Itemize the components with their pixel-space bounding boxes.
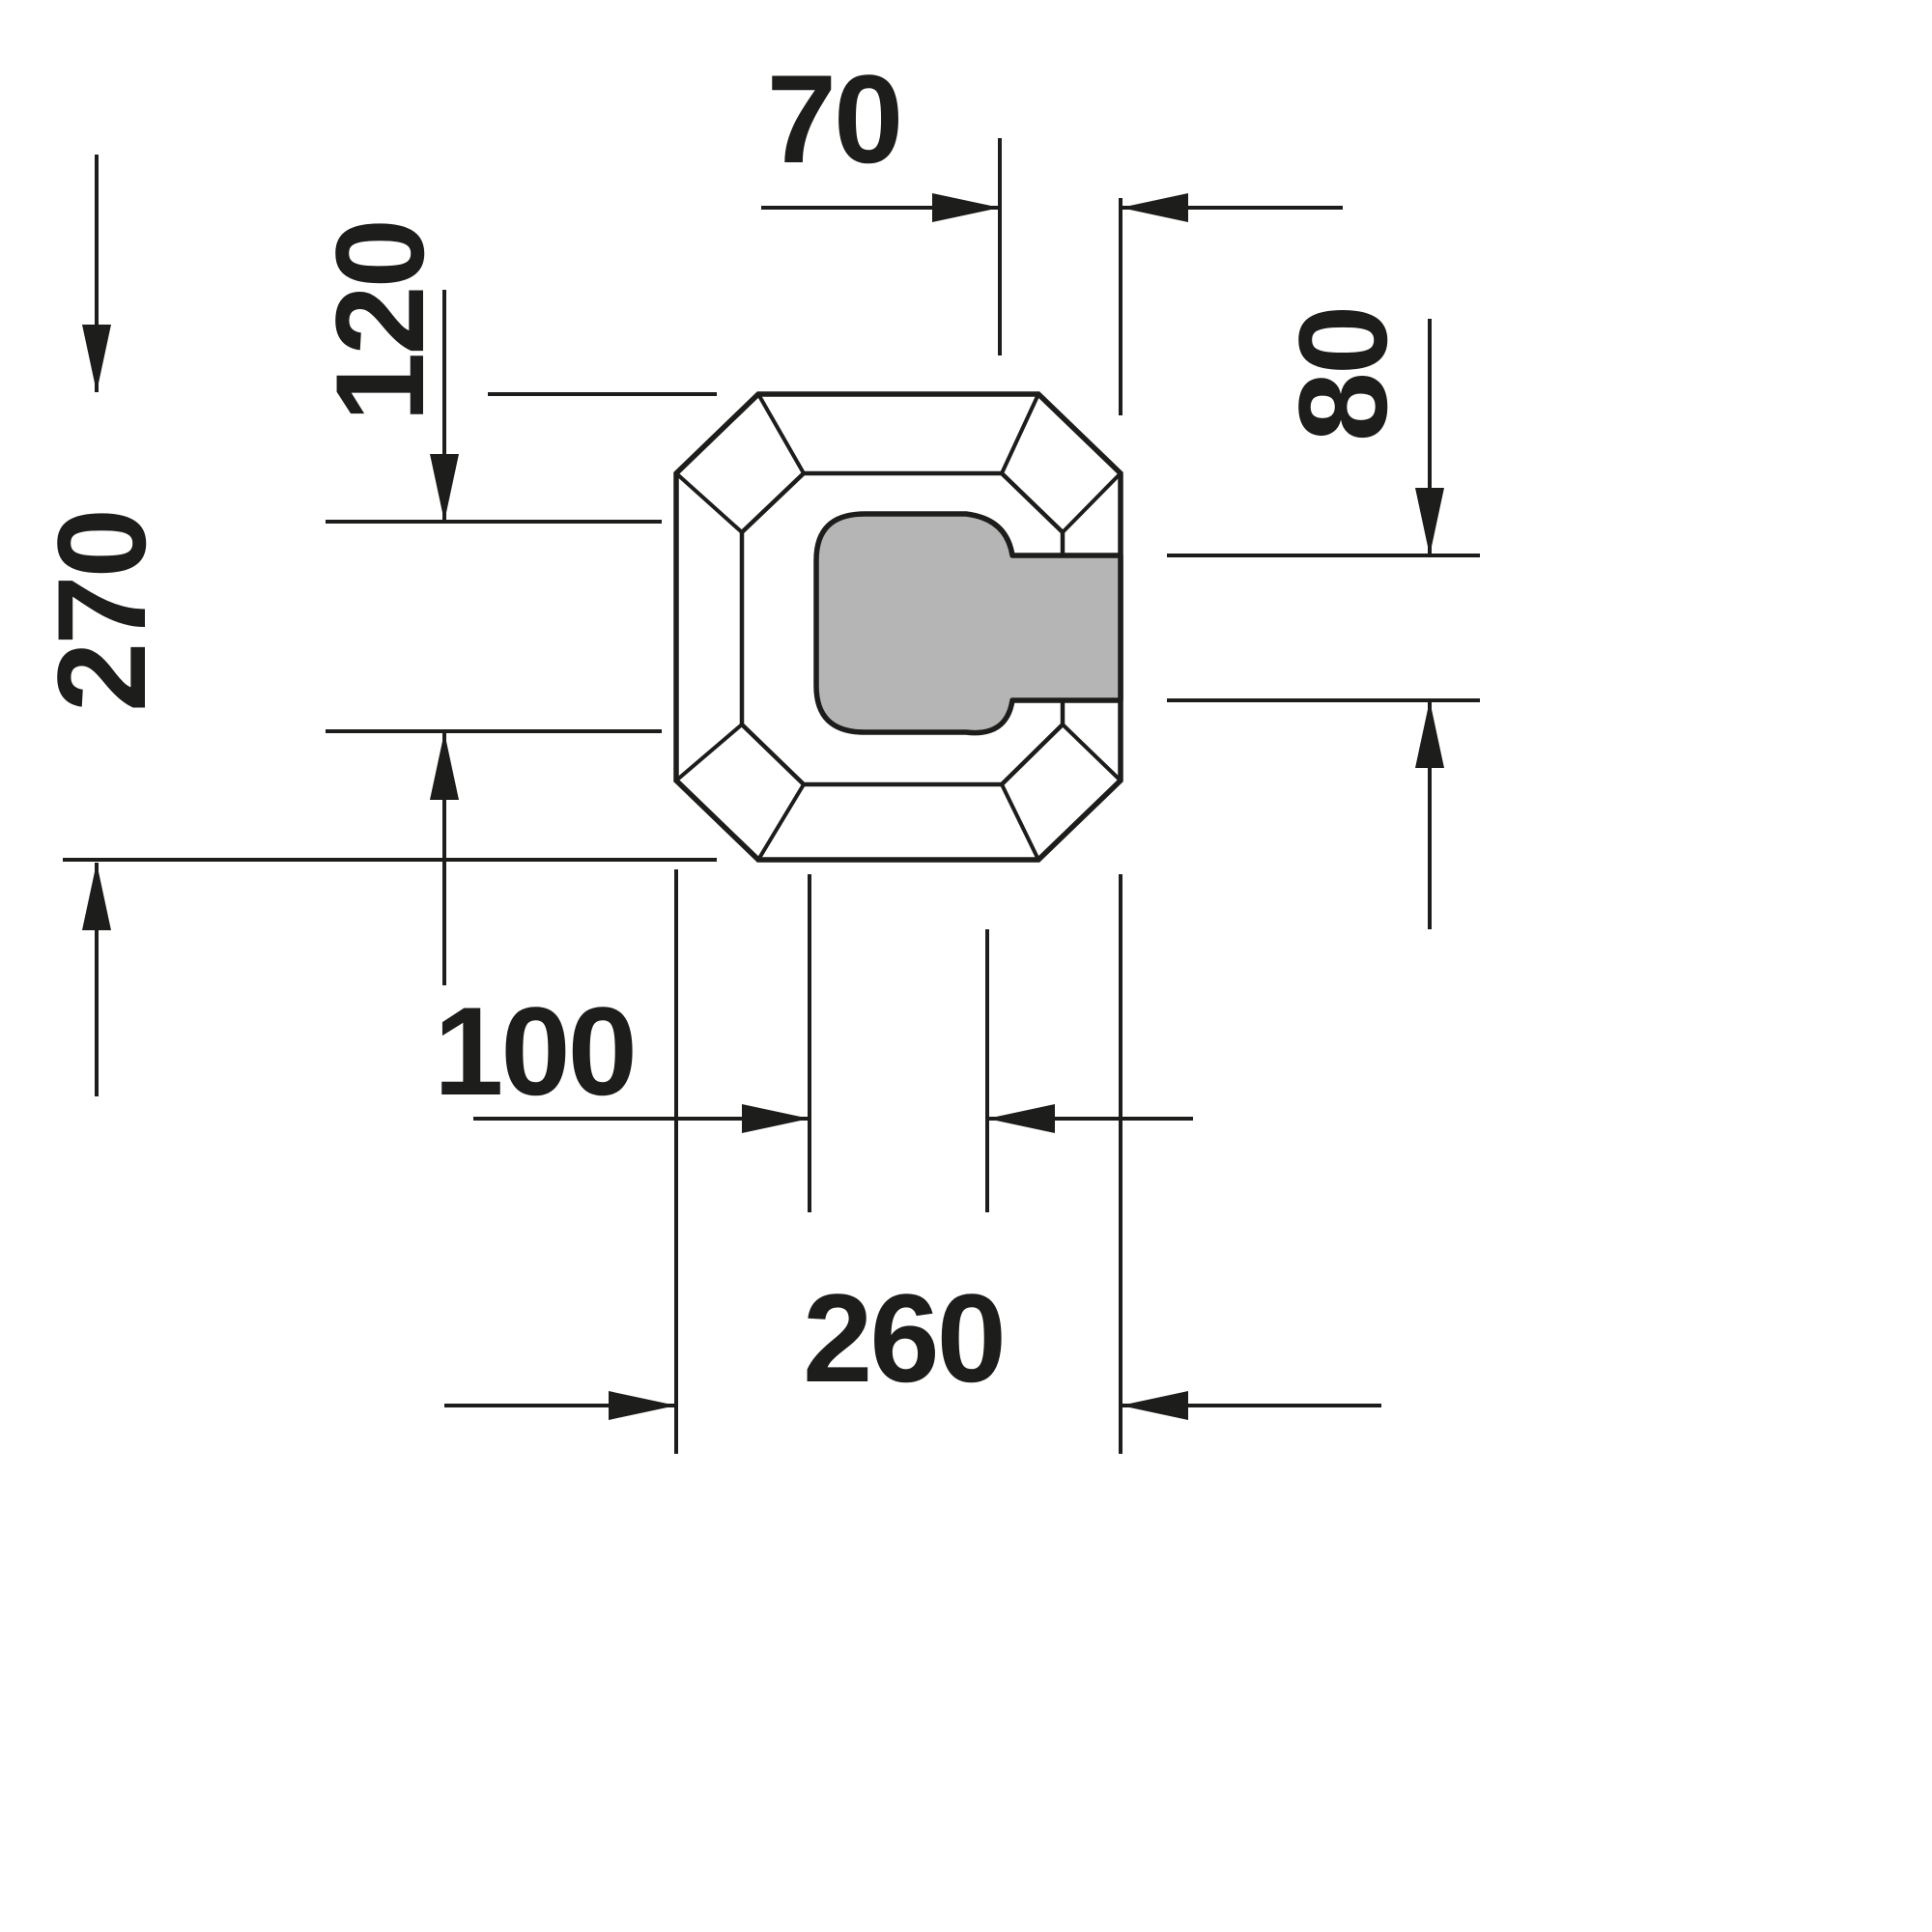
dim-70-arrow-right [932, 193, 1000, 222]
dimension-260-label: 260 [803, 1267, 1004, 1408]
corner-facet-line-bl-a [756, 782, 806, 862]
corner-facet-line-tr-a [1000, 393, 1040, 474]
dim-70-arrow-left [1121, 193, 1188, 222]
dimension-100: 100 [434, 874, 1193, 1212]
dim-100-arrow-right [742, 1104, 810, 1133]
corner-facet-line-br-b [1000, 783, 1040, 861]
dim-80-arrow-up [1415, 700, 1444, 768]
fixture-outline [673, 391, 1123, 863]
dim-120-arrow-up [430, 732, 459, 800]
dimension-70-label: 70 [767, 48, 901, 189]
dim-100-arrow-left [987, 1104, 1055, 1133]
dim-270-arrow-down [82, 325, 111, 392]
corner-facet-line-tl-b [674, 471, 744, 534]
dim-80-arrow-down [1415, 488, 1444, 555]
dimension-80: 80 [1167, 308, 1480, 929]
corner-facet-line-tl-a [756, 393, 806, 474]
drain-cutout [813, 511, 1123, 736]
corner-facet-line-bl-b [674, 723, 744, 782]
dimension-260: 260 [444, 869, 1381, 1454]
dimension-270: 270 [31, 155, 717, 1096]
corner-facet-line-br-a [1061, 723, 1122, 782]
dimension-270-label: 270 [31, 511, 172, 712]
dim-260-arrow-right [609, 1391, 676, 1420]
dim-120-arrow-down [430, 454, 459, 522]
dimension-100-label: 100 [434, 980, 635, 1122]
dim-270-arrow-up [82, 863, 111, 930]
dimension-120: 120 [309, 221, 662, 985]
dimension-70: 70 [761, 48, 1343, 415]
dim-260-arrow-left [1121, 1391, 1188, 1420]
corner-facet-line-tr-b [1061, 471, 1122, 534]
dimension-80-label: 80 [1272, 308, 1413, 442]
dimension-120-label: 120 [309, 221, 450, 422]
